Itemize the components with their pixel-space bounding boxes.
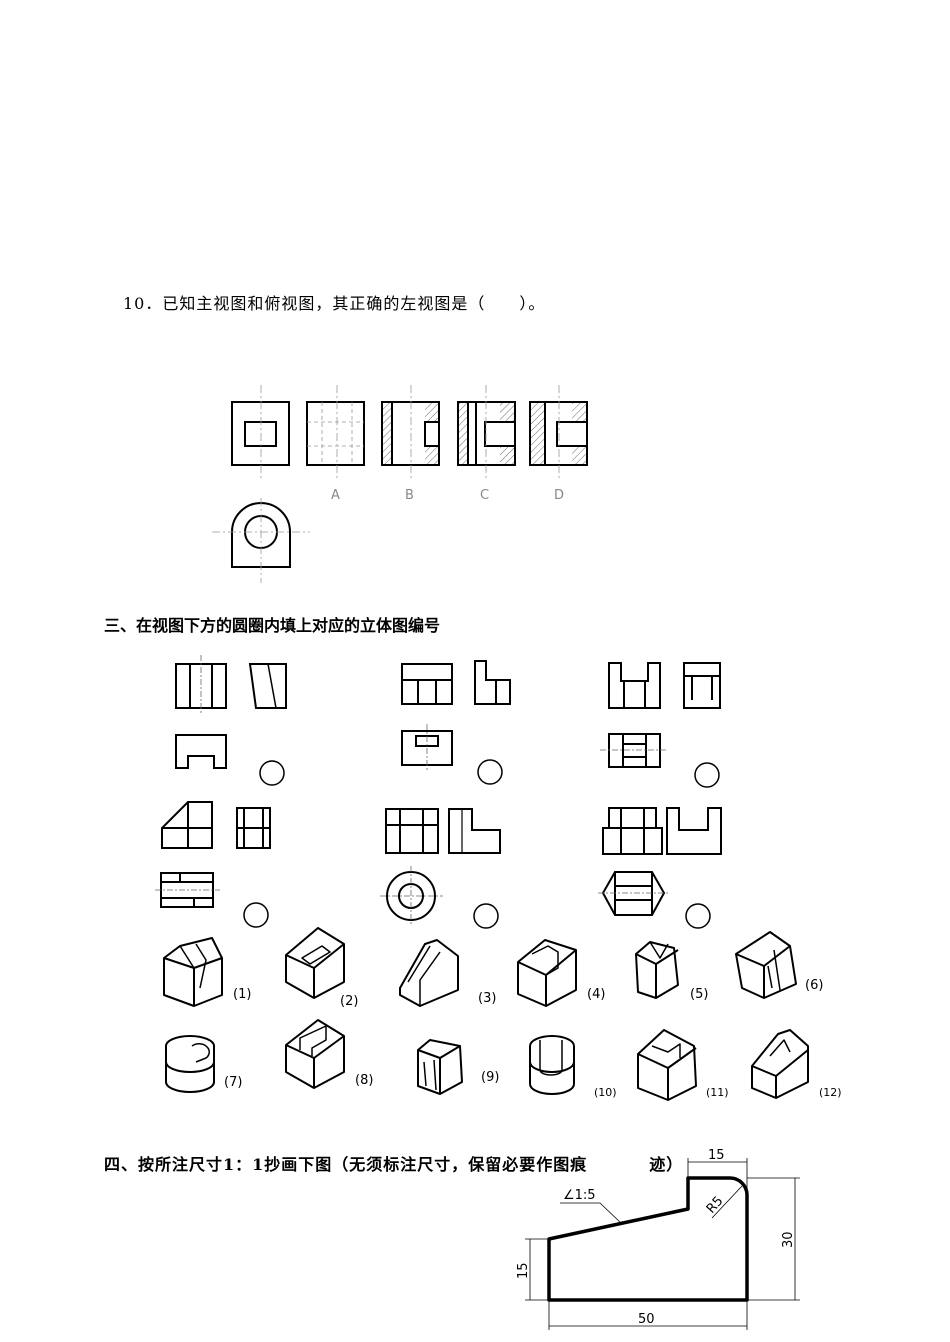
iso-label-2: (2) <box>340 994 358 1009</box>
iso-figure-12 <box>751 1029 809 1099</box>
iso-label-7: (7) <box>224 1075 242 1090</box>
dim-bottom-width: 50 <box>638 1312 655 1327</box>
iso-label-1: (1) <box>233 987 251 1002</box>
section-4-title-part2: 迹） <box>649 1155 684 1174</box>
answer-circle-5[interactable] <box>473 903 499 929</box>
iso-label-4: (4) <box>587 987 605 1002</box>
answer-circle-1[interactable] <box>259 760 285 786</box>
q10-option-a <box>306 385 365 480</box>
iso-label-3: (3) <box>478 991 496 1006</box>
views-group-2 <box>401 660 511 772</box>
q10-option-c <box>457 385 516 480</box>
answer-circle-6[interactable] <box>685 903 711 929</box>
iso-figure-7 <box>165 1035 215 1093</box>
iso-label-12: (12) <box>819 1086 842 1099</box>
q10-label-a: A <box>331 488 340 503</box>
iso-label-6: (6) <box>805 978 823 993</box>
iso-figure-1 <box>163 937 223 1007</box>
iso-figure-8 <box>285 1019 345 1089</box>
q10-option-d <box>529 385 588 480</box>
answer-circle-2[interactable] <box>477 759 503 785</box>
question-10-text: 10．已知主视图和俯视图，其正确的左视图是（ ）。 <box>123 294 546 313</box>
section-4-title-part1: 四、按所注尺寸1：1抄画下图（无须标注尺寸，保留必要作图痕 <box>104 1155 588 1174</box>
q10-label-c: C <box>480 488 489 503</box>
q10-label-b: B <box>405 488 414 503</box>
iso-figure-2 <box>285 927 345 999</box>
section-4-title: 四、按所注尺寸1：1抄画下图（无须标注尺寸，保留必要作图痕 迹） <box>104 1151 683 1175</box>
iso-figure-11 <box>637 1029 697 1101</box>
q10-front-view <box>231 385 290 480</box>
iso-label-11: (11) <box>706 1086 729 1099</box>
dim-height-right: 30 <box>781 1231 796 1248</box>
iso-figure-10 <box>529 1035 575 1095</box>
answer-circle-4[interactable] <box>243 902 269 928</box>
views-group-3 <box>600 662 721 768</box>
iso-figure-5 <box>635 941 679 999</box>
views-group-4 <box>155 801 271 908</box>
views-group-1 <box>175 655 287 769</box>
iso-figure-6 <box>735 931 797 999</box>
iso-figure-3 <box>399 939 459 1007</box>
q10-top-view <box>212 498 310 583</box>
section-3-title: 三、在视图下方的圆圈内填上对应的立体图编号 <box>104 616 441 635</box>
q10-label-d: D <box>554 488 564 503</box>
views-group-6 <box>598 807 722 916</box>
dim-slope: ∠1:5 <box>563 1188 596 1203</box>
dim-top-width: 15 <box>708 1148 725 1163</box>
answer-circle-3[interactable] <box>694 762 720 788</box>
dim-radius: R5 <box>704 1194 727 1217</box>
iso-figure-4 <box>517 939 577 1007</box>
iso-label-9: (9) <box>481 1070 499 1085</box>
iso-label-10: (10) <box>594 1086 617 1099</box>
iso-label-8: (8) <box>355 1073 373 1088</box>
iso-label-5: (5) <box>690 987 708 1002</box>
views-group-5 <box>380 808 501 926</box>
iso-figure-9 <box>417 1039 463 1095</box>
q10-option-b <box>381 385 440 480</box>
dimension-lines <box>525 1158 800 1330</box>
dim-height-left: 15 <box>516 1262 531 1279</box>
